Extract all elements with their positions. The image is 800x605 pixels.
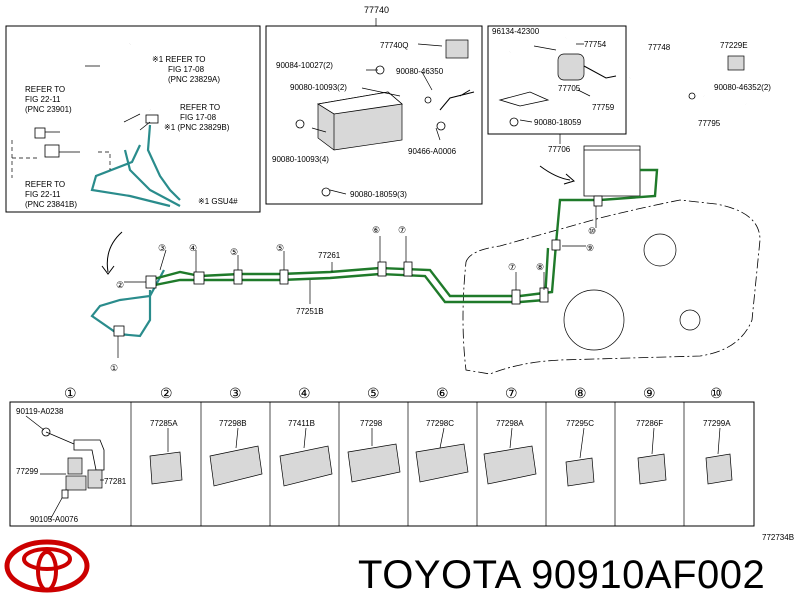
brand-part-number: TOYOTA 90910AF002 — [358, 553, 765, 597]
canister-label-2: 90084-10027(2) — [276, 61, 333, 70]
right-label-1: 77748 — [648, 43, 671, 52]
inset-footnote: ※1 GSU4# — [198, 197, 238, 206]
ref-note-2-l1: REFER TO — [180, 103, 220, 112]
tube-label-1: 77261 — [318, 251, 341, 260]
legend-num-10: ⑩ — [710, 385, 723, 401]
legend-part-10: 77299A — [703, 419, 731, 428]
main-callout-4: ④ — [189, 243, 197, 253]
canister-label-3: 90080-10093(2) — [290, 83, 347, 92]
main-callouts: ① ② ③ ④ ⑤ ⑤ ⑥ ⑦ ⑦ ⑧ ⑨ ⑩ — [110, 225, 596, 373]
legend-part-6: 77298C — [426, 419, 454, 428]
main-callout-7b: ⑦ — [508, 262, 516, 272]
legend-part-8: 77295C — [566, 419, 594, 428]
inset-canister: 77740Q 90084-10027(2) 90080-10093(2) 900… — [265, 25, 483, 205]
canister-label-5: 90080-10093(4) — [272, 155, 329, 164]
ref-note-2-l3: ※1 (PNC 23829B) — [164, 123, 230, 132]
legend-num-2: ② — [160, 385, 173, 401]
legend-num-5: ⑤ — [367, 385, 380, 401]
valve-label-5: 90080-18059 — [534, 118, 582, 127]
legend-part-2: 77285A — [150, 419, 178, 428]
legend-num-8: ⑧ — [574, 385, 587, 401]
legend-num-7: ⑦ — [505, 385, 518, 401]
legend-num-1: ① — [64, 385, 77, 401]
assembly-number: 77740 — [364, 5, 389, 15]
main-callout-10: ⑩ — [588, 226, 596, 236]
main-callout-1: ① — [110, 363, 118, 373]
ref-note-3-l1: REFER TO — [25, 85, 65, 94]
canister-label-7: 90080-18059(3) — [350, 190, 407, 199]
tube-label-2: 77251B — [296, 307, 324, 316]
right-label-3: 90080-46352(2) — [714, 83, 771, 92]
legend: ① ② ③ ④ ⑤ ⑥ ⑦ ⑧ ⑨ ⑩ 90119-A0238 77299 77… — [9, 385, 794, 542]
figure-code: 772734B — [762, 533, 794, 542]
canister-label-4: 90080-46350 — [396, 67, 444, 76]
ref-note-3-l2: FIG 22-11 — [25, 95, 61, 104]
legend-num-4: ④ — [298, 385, 311, 401]
legend-num-9: ⑨ — [643, 385, 656, 401]
main-callout-2: ② — [116, 280, 124, 290]
legend-part-5: 77298 — [360, 419, 383, 428]
ref-note-4-l1: REFER TO — [25, 180, 65, 189]
main-callout-7a: ⑦ — [398, 225, 406, 235]
valve-label-3: 77705 — [558, 84, 581, 93]
right-label-4: 77795 — [698, 119, 721, 128]
ref-note-2-l2: FIG 17-08 — [180, 113, 217, 122]
legend-part-4: 77411B — [288, 419, 315, 428]
valve-callout: 77706 — [548, 145, 571, 154]
legend-part-7: 77298A — [496, 419, 524, 428]
canister-label-6: 90466-A0006 — [408, 147, 457, 156]
ref-note-1-l2: FIG 17-08 — [168, 65, 205, 74]
inset-valve: 96134-42300 77754 77705 77759 90080-1805… — [487, 25, 627, 154]
valve-label-1: 96134-42300 — [492, 27, 540, 36]
toyota-logo — [4, 539, 90, 593]
inset-left: ※1 REFER TO FIG 17-08 (PNC 23829A) REFER… — [5, 25, 261, 213]
cell1-label-3: 77281 — [104, 477, 127, 486]
legend-part-3: 77298B — [219, 419, 247, 428]
main-assembly: 77261 77251B — [90, 145, 761, 375]
ref-note-1-l3: (PNC 23829A) — [168, 75, 220, 84]
legend-part-9: 77286F — [636, 419, 663, 428]
legend-num-6: ⑥ — [436, 385, 449, 401]
right-parts: 77748 77229E 90080-46352(2) 77795 — [629, 41, 771, 128]
ref-note-4-l2: FIG 22-11 — [25, 190, 61, 199]
cell1-label-1: 90119-A0238 — [16, 407, 64, 416]
cell1-label-2: 77299 — [16, 467, 39, 476]
valve-label-2: 77754 — [584, 40, 607, 49]
cell1-label-4: 90105-A0076 — [30, 515, 79, 524]
canister-label-1: 77740Q — [380, 41, 408, 50]
main-callout-5a: ⑤ — [230, 247, 238, 257]
ref-note-1-l1: ※1 REFER TO — [152, 55, 206, 64]
main-callout-5b: ⑤ — [276, 243, 284, 253]
ref-note-3-l3: (PNC 23901) — [25, 105, 72, 114]
main-callout-6: ⑥ — [372, 225, 380, 235]
legend-num-3: ③ — [229, 385, 242, 401]
main-callout-3: ③ — [158, 243, 166, 253]
main-callout-8: ⑧ — [536, 262, 544, 272]
valve-label-4: 77759 — [592, 103, 615, 112]
main-callout-9: ⑨ — [586, 243, 594, 253]
ref-note-4-l3: (PNC 23841B) — [25, 200, 77, 209]
right-label-2: 77229E — [720, 41, 748, 50]
